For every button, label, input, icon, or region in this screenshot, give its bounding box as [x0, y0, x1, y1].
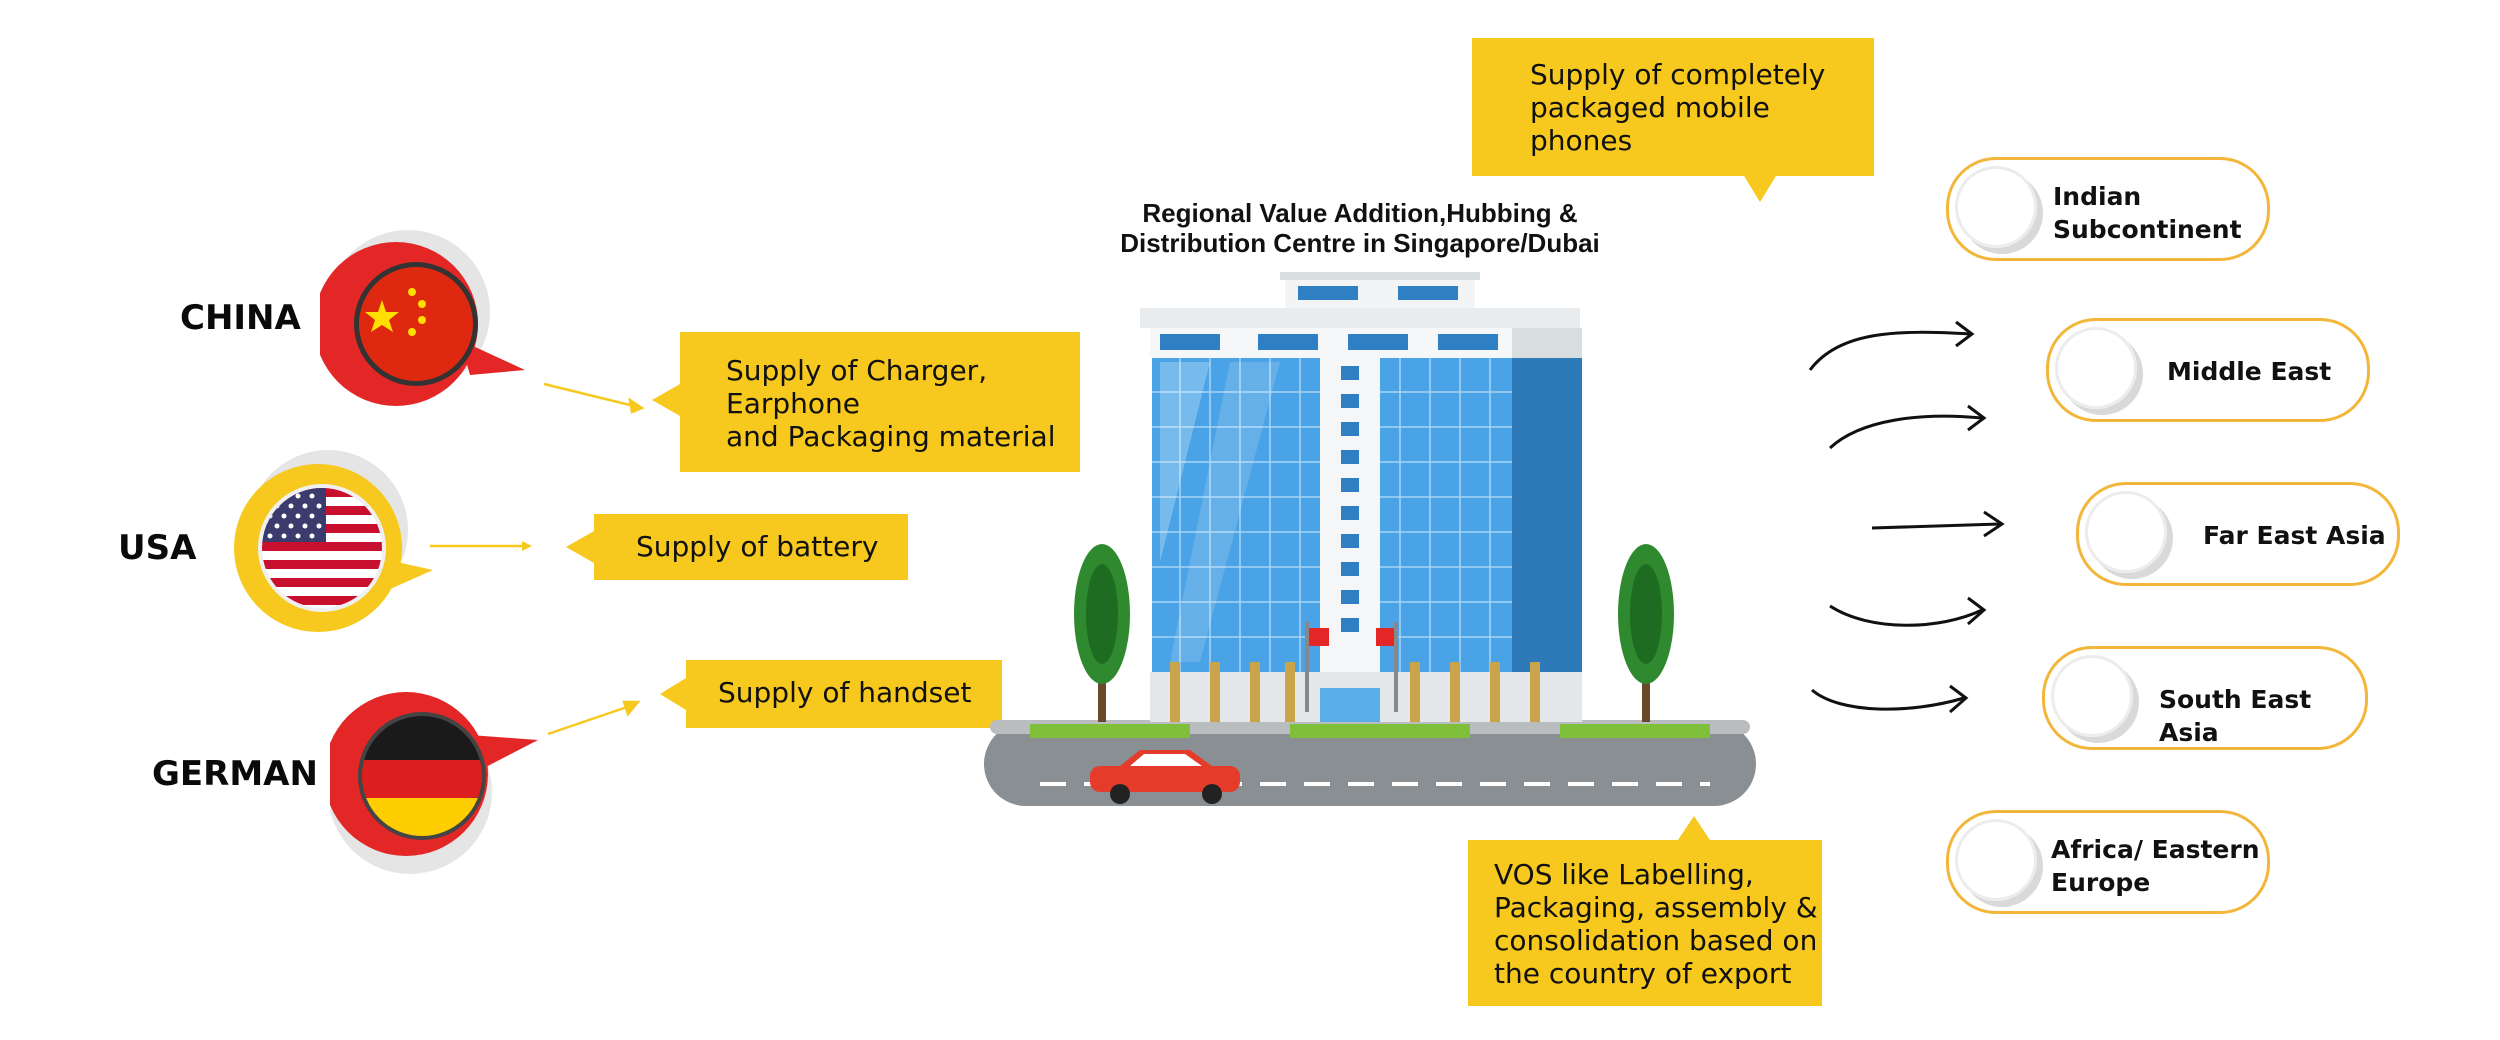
callout-handset-text: Supply of handset — [718, 676, 972, 709]
callout-battery: Supply of battery — [566, 514, 908, 580]
region-africa-eastern-europe: Africa/ Eastern Europe — [1946, 810, 2270, 914]
usa-flag-marker — [234, 450, 433, 632]
region-label-africa: Africa/ Eastern Europe — [2051, 833, 2260, 899]
region-knob — [2051, 655, 2133, 737]
callout-vos: VOS like Labelling, Packaging, assembly … — [1468, 816, 1822, 1006]
region-label-middle-east: Middle East — [2167, 357, 2332, 386]
callout-vos-line4: the country of export — [1494, 957, 1792, 990]
callout-phones-line2: packaged mobile — [1530, 91, 1770, 124]
callout-charger-line1: Supply of Charger, — [726, 354, 988, 387]
hub-title-line1: Regional Value Addition,Hubbing & — [1142, 198, 1578, 228]
hub-title-line2: Distribution Centre in Singapore/Dubai — [1120, 228, 1600, 258]
region-knob — [1955, 819, 2037, 901]
region-knob — [2085, 491, 2167, 573]
country-label-china: CHINA — [180, 298, 301, 338]
region-far-east-asia: Far East Asia — [2076, 482, 2400, 586]
country-arrows — [543, 382, 645, 736]
region-label-indian: Indian Subcontinent — [2053, 180, 2242, 246]
callout-phones-line3: phones — [1530, 124, 1633, 157]
callout-charger: Supply of Charger, Earphone and Packagin… — [652, 332, 1080, 472]
region-knob — [2055, 327, 2137, 409]
country-label-usa: USA — [118, 528, 197, 568]
region-middle-east: Middle East — [2046, 318, 2370, 422]
region-indian-subcontinent: Indian Subcontinent — [1946, 157, 2270, 261]
callout-battery-text: Supply of battery — [636, 530, 879, 563]
china-flag-icon — [359, 267, 473, 381]
callout-packaged-phones: Supply of completely packaged mobile pho… — [1472, 38, 1874, 202]
country-label-german: GERMAN — [152, 754, 318, 794]
china-flag-marker — [320, 230, 525, 406]
region-africa-line1: Africa/ Eastern — [2051, 835, 2260, 864]
export-arrows — [1808, 320, 2005, 714]
callout-vos-line1: VOS like Labelling, — [1494, 858, 1754, 891]
callout-vos-line3: consolidation based on — [1494, 924, 1818, 957]
region-knob — [1955, 166, 2037, 248]
region-indian-line1: Indian — [2053, 182, 2142, 211]
region-label-far-east: Far East Asia — [2203, 521, 2386, 550]
callout-charger-line3: and Packaging material — [726, 420, 1056, 453]
region-south-east-asia: South East Asia — [2042, 646, 2368, 750]
callout-phones-line1: Supply of completely — [1530, 58, 1826, 91]
distribution-centre-building — [984, 272, 1756, 806]
hub-title: Regional Value Addition,Hubbing & Distri… — [1120, 198, 1600, 258]
callout-handset: Supply of handset — [660, 660, 1002, 728]
region-label-south-east: South East Asia — [2159, 685, 2312, 747]
region-indian-line2: Subcontinent — [2053, 215, 2242, 244]
germany-flag-marker — [330, 692, 538, 874]
region-africa-line2: Europe — [2051, 868, 2151, 897]
usa-arrow — [430, 541, 532, 551]
callout-charger-line2: Earphone — [726, 387, 860, 420]
car-icon — [1090, 750, 1240, 804]
callout-vos-line2: Packaging, assembly & — [1494, 891, 1818, 924]
